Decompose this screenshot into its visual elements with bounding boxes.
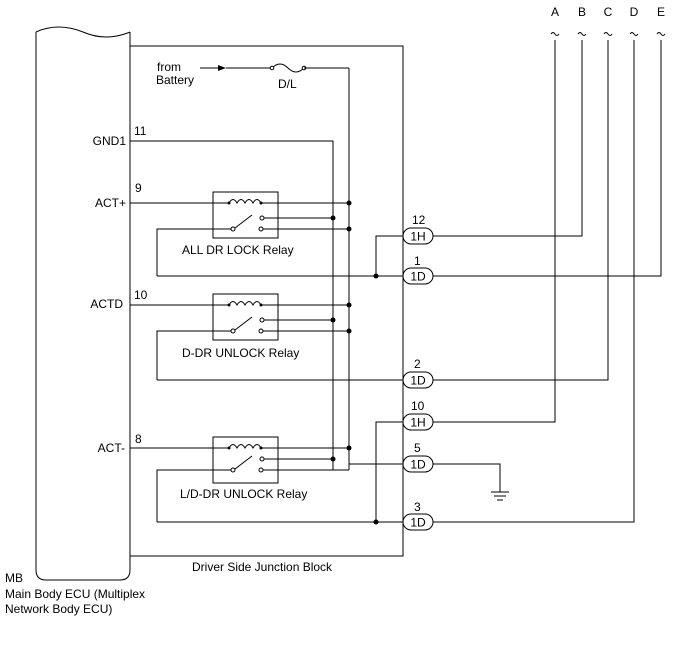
fuse-symbol <box>271 63 305 73</box>
pin-act-plus-number: 9 <box>135 181 142 195</box>
svg-text:12: 12 <box>412 213 426 227</box>
svg-text:1D: 1D <box>410 270 426 284</box>
svg-text:10: 10 <box>411 399 425 413</box>
main-body-ecu <box>35 26 131 581</box>
pin-act-minus-name: ACT- <box>98 441 125 455</box>
terminal-c-label: C <box>604 5 613 19</box>
ecu-name-line1: Main Body ECU (Multiplex <box>5 587 145 601</box>
terminal-d-label: D <box>630 5 639 19</box>
svg-text:5: 5 <box>414 441 421 455</box>
battery-label-from: from <box>157 60 181 74</box>
battery-label-battery: Battery <box>156 73 194 87</box>
pin-act-minus-number: 8 <box>135 432 142 446</box>
relay-all-dr-lock <box>130 191 349 276</box>
connector-12-1h: 1H 12 <box>402 213 434 245</box>
svg-text:1: 1 <box>414 254 421 268</box>
junction-block-box <box>129 45 404 557</box>
svg-text:1D: 1D <box>410 374 426 388</box>
svg-text:1D: 1D <box>410 516 426 530</box>
connector-wiring <box>157 235 403 523</box>
svg-text:1H: 1H <box>410 230 425 244</box>
relay-label-ld-dr-unlock: L/D-DR UNLOCK Relay <box>180 487 307 501</box>
output-wires <box>433 40 662 523</box>
svg-text:3: 3 <box>414 500 421 514</box>
terminal-a-label: A <box>551 5 559 19</box>
pin-gnd1-number: 11 <box>134 124 147 138</box>
relay-ld-dr-unlock <box>130 436 349 522</box>
fuse-label: D/L <box>278 77 297 91</box>
connector-2-1d: 1D 2 <box>402 357 434 389</box>
pin-actd-number: 10 <box>134 288 148 302</box>
pin-actd-name: ACTD <box>90 297 123 311</box>
ground-icon <box>491 491 509 501</box>
svg-text:2: 2 <box>414 357 421 371</box>
relay-label-all-dr-lock: ALL DR LOCK Relay <box>182 243 294 257</box>
junction-block-label: Driver Side Junction Block <box>192 560 333 574</box>
ecu-name-line2: Network Body ECU) <box>5 602 112 616</box>
connector-10-1h: 1H 10 <box>402 399 434 431</box>
pin-act-plus-name: ACT+ <box>95 196 126 210</box>
terminal-e-label: E <box>657 5 665 19</box>
terminal-break-marks <box>550 32 666 36</box>
battery-feed <box>200 63 350 470</box>
connector-3-1d: 1D 3 <box>402 500 434 531</box>
ecu-code-label: MB <box>5 571 23 585</box>
terminal-b-label: B <box>578 5 586 19</box>
gnd1-wire <box>130 140 334 470</box>
connector-1-1d: 1D 1 <box>402 254 434 285</box>
pin-gnd1-name: GND1 <box>93 134 127 148</box>
relay-d-dr-unlock <box>130 293 349 380</box>
connector-5-1d: 1D 5 <box>402 441 434 473</box>
relay-label-d-dr-unlock: D-DR UNLOCK Relay <box>182 346 299 360</box>
svg-text:1D: 1D <box>410 458 426 472</box>
junction-dots <box>330 200 379 525</box>
svg-text:1H: 1H <box>410 416 425 430</box>
